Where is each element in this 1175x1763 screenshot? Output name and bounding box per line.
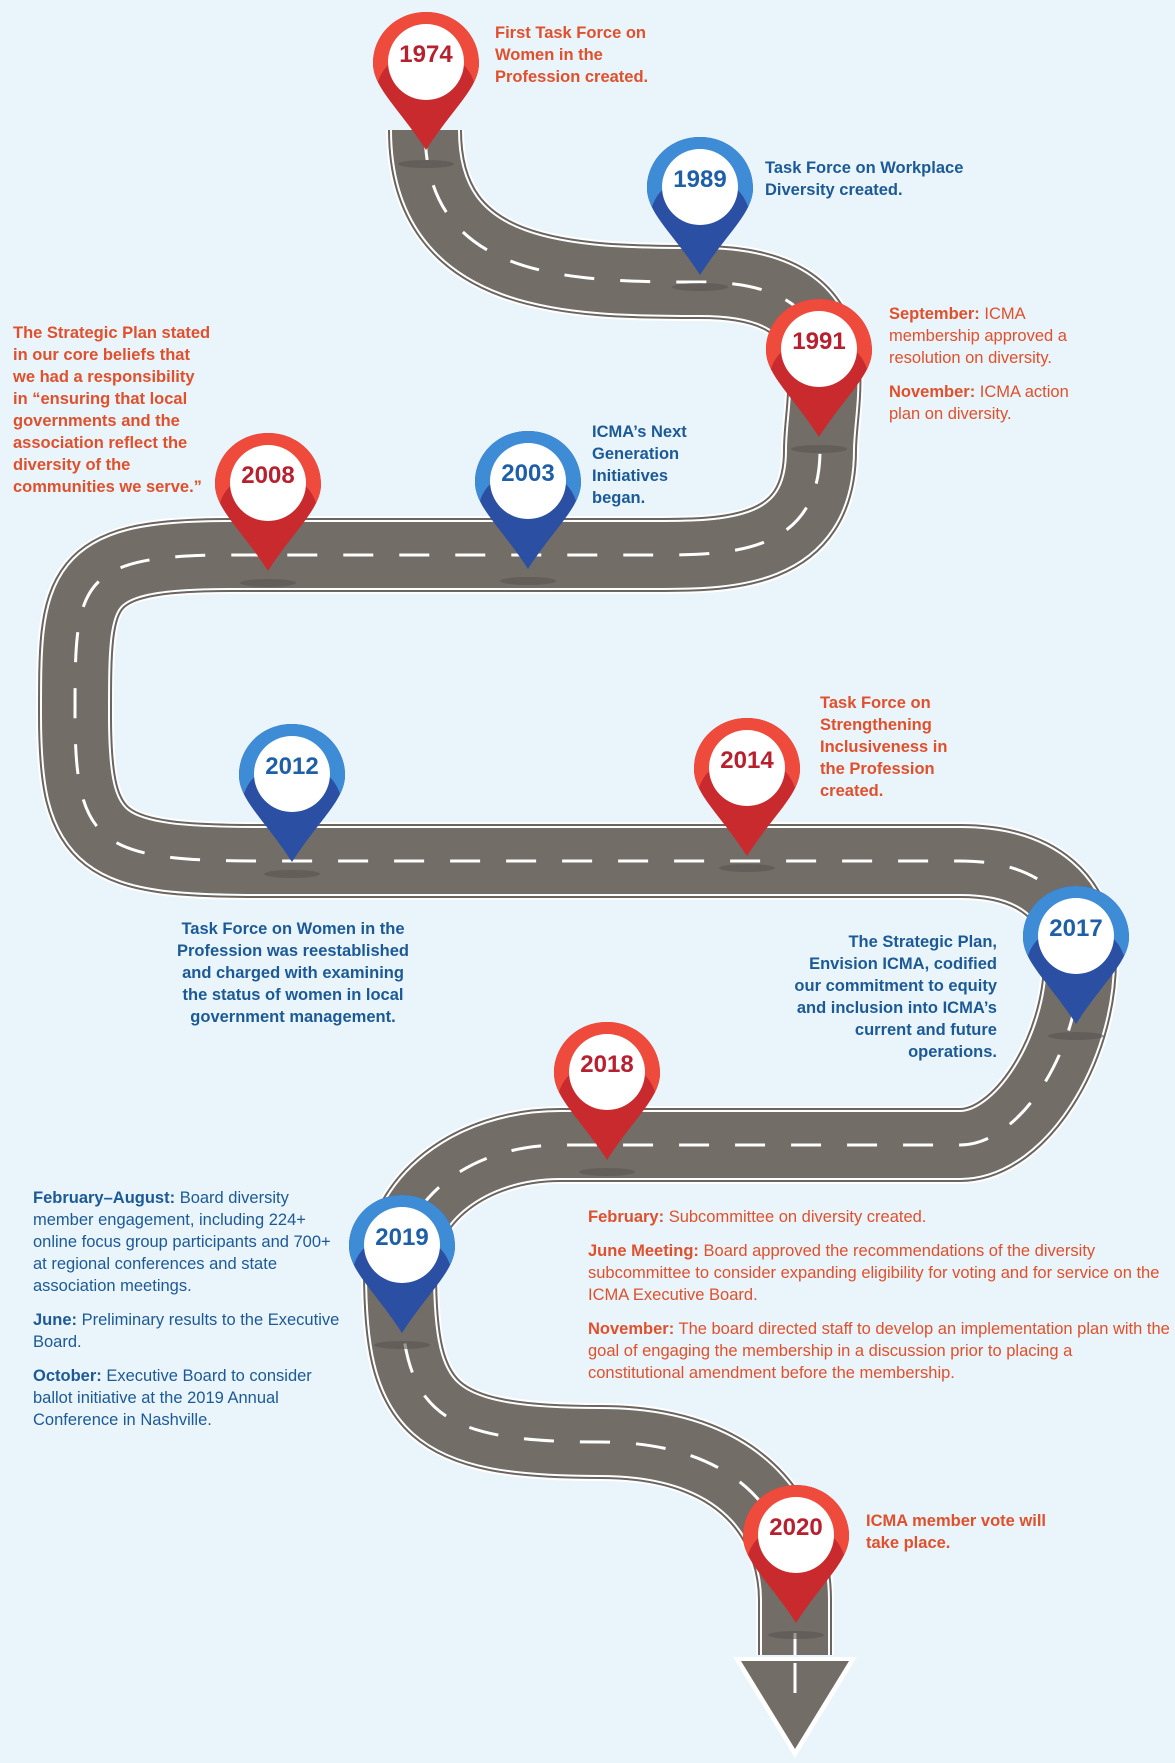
note-november: November: The board directed staff to de… bbox=[588, 1318, 1173, 1384]
pin-year-label: 2018 bbox=[580, 1051, 634, 1078]
map-pin-icon bbox=[743, 1485, 849, 1639]
pin-2012: 2012 bbox=[237, 722, 347, 878]
note-text: Subcommittee on diversity created. bbox=[664, 1208, 927, 1226]
pin-2018: 2018 bbox=[552, 1020, 662, 1176]
note-june: June: Preliminary results to the Executi… bbox=[33, 1309, 348, 1353]
note-september: September: ICMA membership approved a re… bbox=[889, 303, 1104, 369]
pin-year-label: 1991 bbox=[792, 328, 846, 355]
map-pin-icon bbox=[373, 12, 479, 168]
pin-2020: 2020 bbox=[741, 1483, 851, 1639]
pin-2017: 2017 bbox=[1021, 884, 1131, 1040]
pin-year-label: 2003 bbox=[501, 460, 555, 487]
note-text: Executive Board to consider ballot initi… bbox=[33, 1367, 312, 1429]
pin-year-label: 2017 bbox=[1049, 915, 1103, 942]
map-pin-icon bbox=[475, 431, 581, 585]
milestone-2018-notes: February: Subcommittee on diversity crea… bbox=[588, 1206, 1173, 1396]
pin-1974: 1974 bbox=[371, 10, 481, 168]
milestone-2019-notes: February–August: Board diversity member … bbox=[33, 1187, 348, 1443]
pin-year-label: 2014 bbox=[720, 747, 774, 774]
note-text: Preliminary results to the Executive Boa… bbox=[33, 1311, 340, 1351]
pin-year-label: 2012 bbox=[265, 753, 319, 780]
note-label: February–August: bbox=[33, 1189, 176, 1207]
note-text: Board approved the recommendations of th… bbox=[588, 1242, 1160, 1304]
map-pin-icon bbox=[554, 1022, 660, 1176]
note-label: November: bbox=[889, 383, 976, 401]
milestone-2014-text: Task Force on Strengthening Inclusivenes… bbox=[820, 694, 948, 800]
pin-2003: 2003 bbox=[473, 429, 583, 585]
milestone-1991-notes: September: ICMA membership approved a re… bbox=[889, 303, 1104, 437]
milestone-2012-text: Task Force on Women in the Profession wa… bbox=[176, 920, 409, 1026]
milestone-2017-text: The Strategic Plan, Envision ICMA, codif… bbox=[794, 933, 997, 1061]
milestone-2003-text: ICMA’s Next Generation Initiatives began… bbox=[592, 423, 687, 507]
note-october: October: Executive Board to consider bal… bbox=[33, 1365, 348, 1431]
map-pin-icon bbox=[239, 724, 345, 878]
map-pin-icon bbox=[766, 299, 872, 453]
note-label: June: bbox=[33, 1311, 78, 1329]
note-february-august: February–August: Board diversity member … bbox=[33, 1187, 348, 1297]
pin-year-label: 1974 bbox=[399, 41, 453, 68]
note-text: ICMA membership approved a resolution on… bbox=[889, 305, 1067, 367]
note-text: Board diversity member engagement, inclu… bbox=[33, 1189, 331, 1295]
map-pin-icon bbox=[694, 718, 800, 872]
map-pin-icon bbox=[215, 433, 321, 587]
pin-1991: 1991 bbox=[764, 297, 874, 453]
note-label: September: bbox=[889, 305, 980, 323]
note-text: The board directed staff to develop an i… bbox=[588, 1320, 1170, 1382]
pin-1989: 1989 bbox=[645, 135, 755, 291]
note-november: November: ICMA action plan on diversity. bbox=[889, 381, 1104, 425]
map-pin-icon bbox=[349, 1195, 455, 1349]
map-pin-icon bbox=[1023, 886, 1129, 1040]
note-february: February: Subcommittee on diversity crea… bbox=[588, 1206, 1173, 1228]
pin-year-label: 2008 bbox=[241, 462, 295, 489]
pin-year-label: 1989 bbox=[673, 166, 727, 193]
pin-2014: 2014 bbox=[692, 716, 802, 872]
milestone-1974-text: First Task Force on Women in the Profess… bbox=[495, 24, 649, 86]
note-label: June Meeting: bbox=[588, 1242, 699, 1260]
pin-year-label: 2019 bbox=[375, 1224, 429, 1251]
milestone-2008-text: The Strategic Plan stated in our core be… bbox=[13, 324, 211, 496]
note-june-meeting: June Meeting: Board approved the recomme… bbox=[588, 1240, 1173, 1306]
note-label: October: bbox=[33, 1367, 102, 1385]
note-label: November: bbox=[588, 1320, 675, 1338]
milestone-1989-text: Task Force on Workplace Diversity create… bbox=[765, 159, 964, 199]
pin-2008: 2008 bbox=[213, 431, 323, 587]
note-label: February: bbox=[588, 1208, 665, 1226]
pin-year-label: 2020 bbox=[769, 1514, 823, 1541]
map-pin-icon bbox=[647, 137, 753, 291]
pin-2019: 2019 bbox=[347, 1193, 457, 1349]
road-arrow-head bbox=[733, 1657, 857, 1758]
note-text: ICMA action plan on diversity. bbox=[889, 383, 1069, 423]
milestone-2020-text: ICMA member vote will take place. bbox=[866, 1512, 1047, 1552]
